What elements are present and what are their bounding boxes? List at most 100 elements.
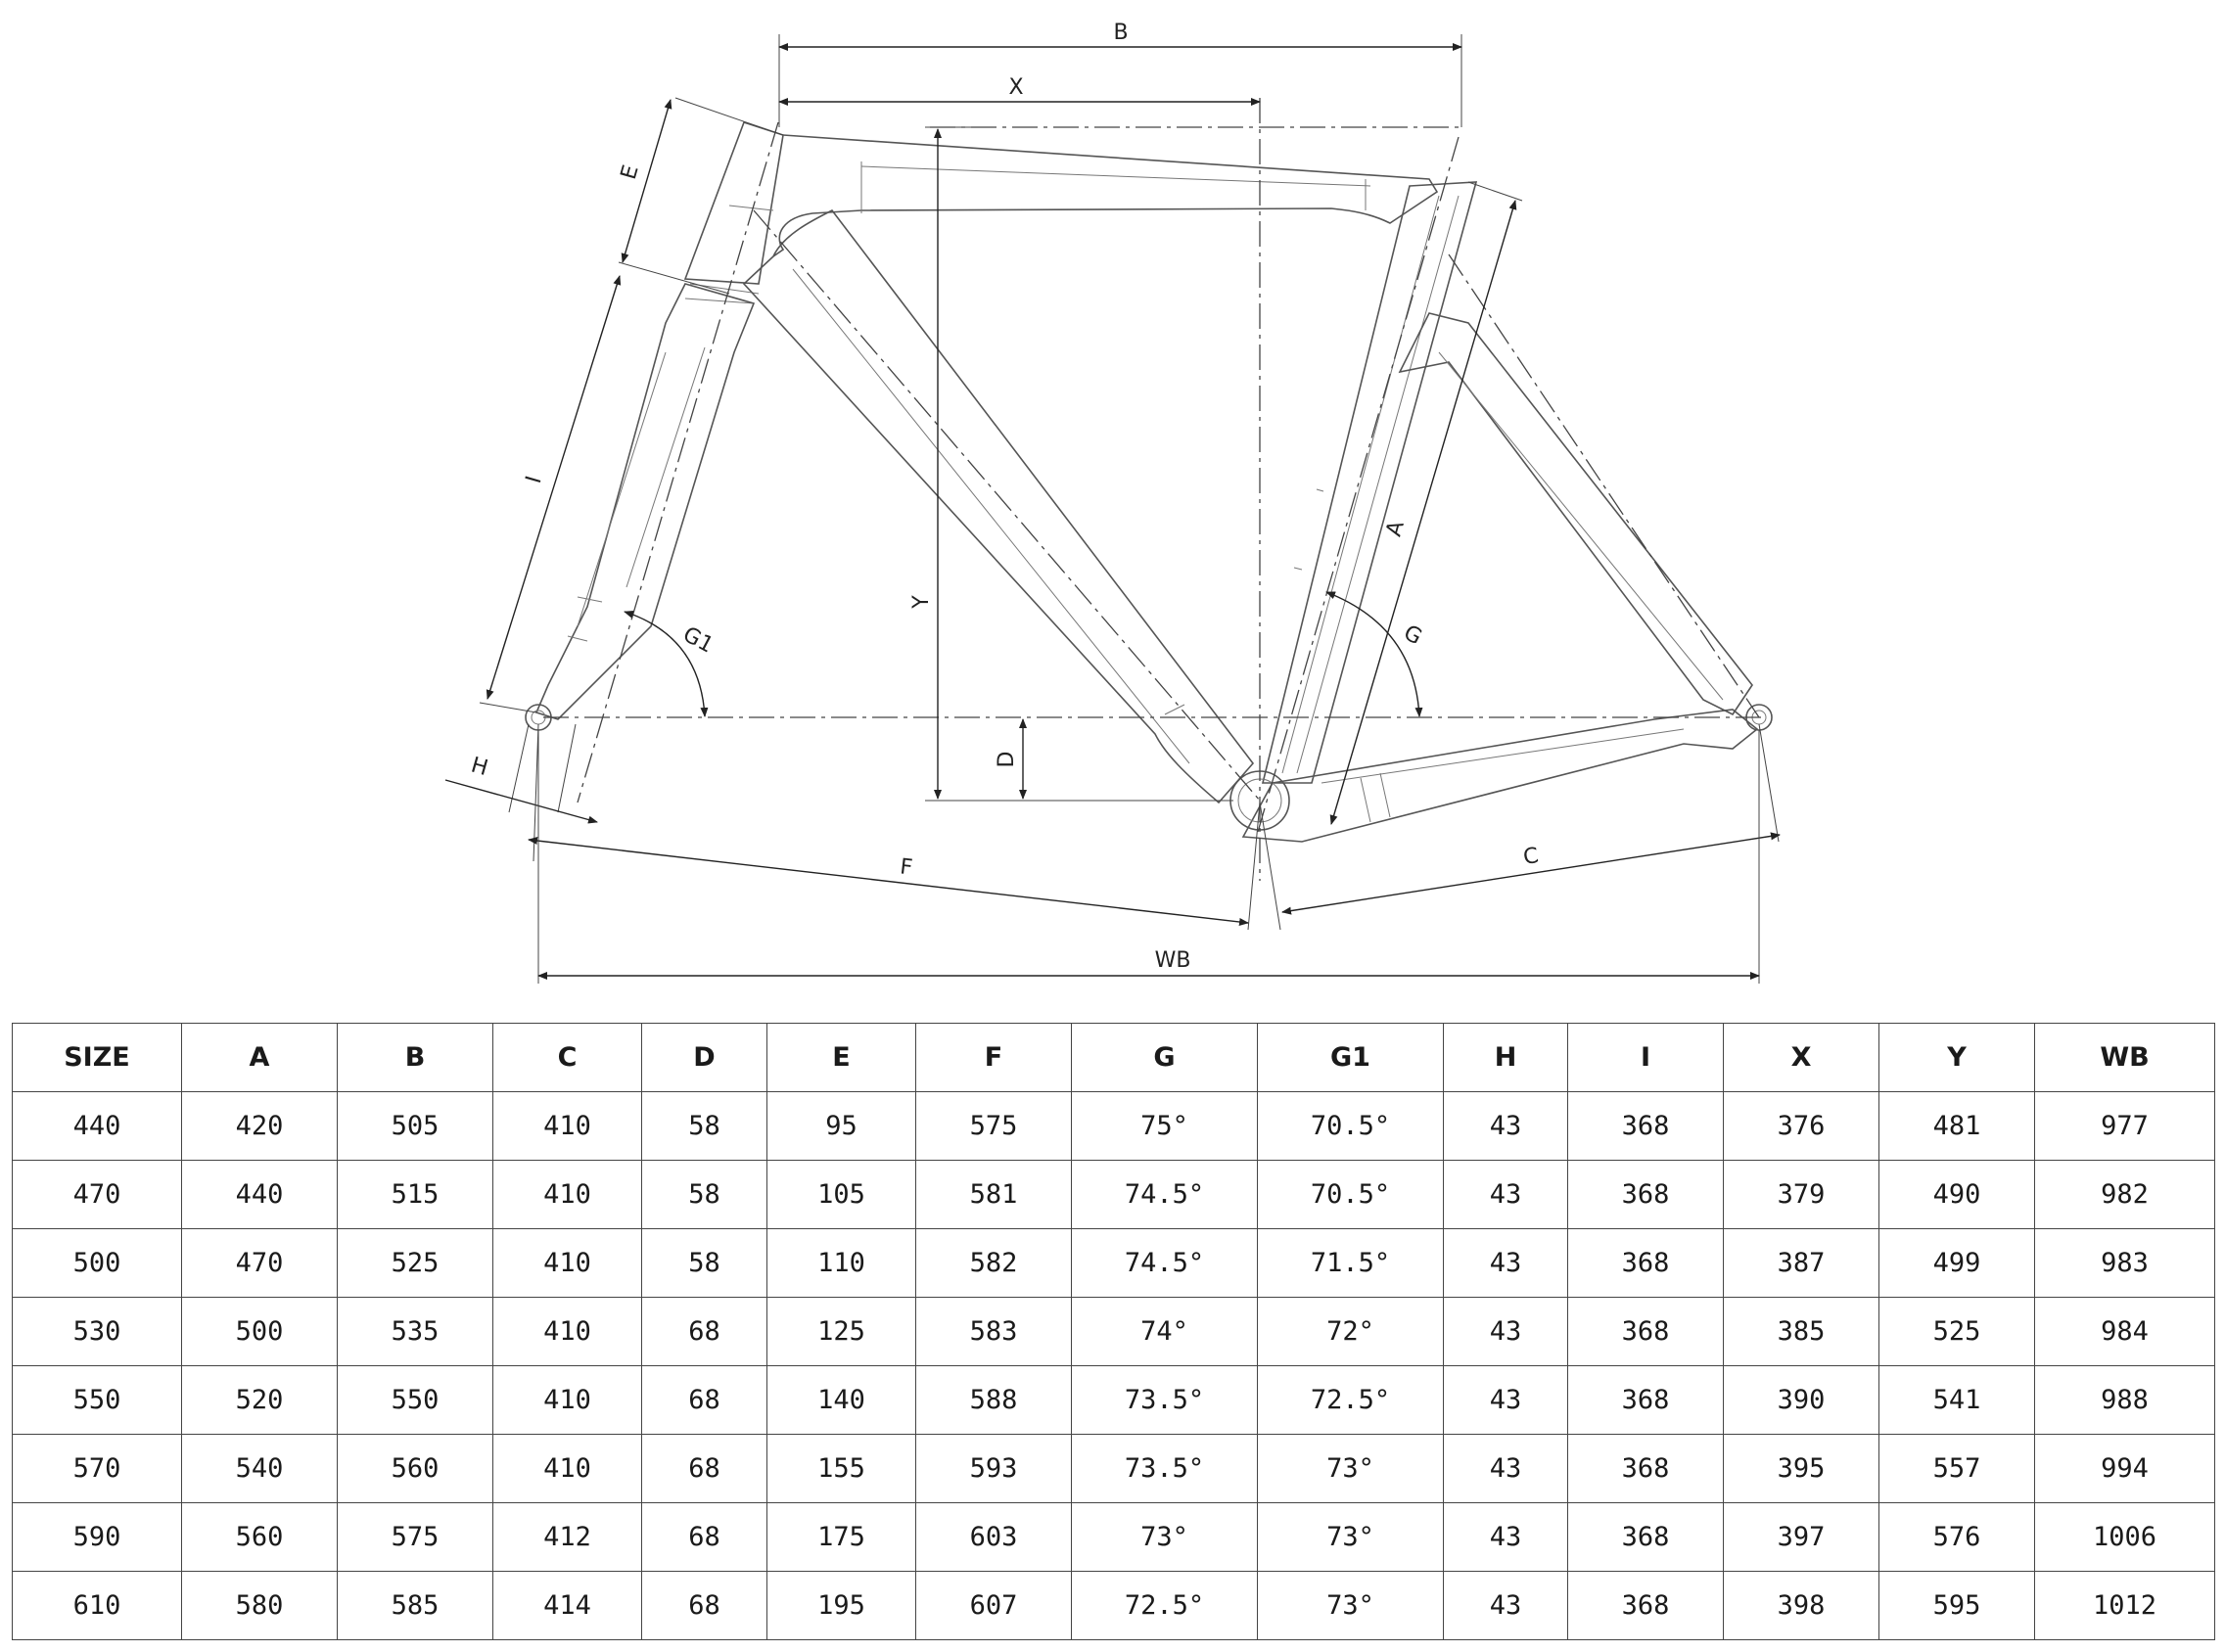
table-cell: 75° xyxy=(1071,1091,1258,1161)
table-cell: 95 xyxy=(766,1091,916,1161)
table-cell: 175 xyxy=(766,1502,916,1572)
table-cell: 607 xyxy=(915,1571,1072,1640)
table-cell: 70.5° xyxy=(1257,1091,1444,1161)
down-tube-centerline xyxy=(753,209,1261,802)
table-cell: 410 xyxy=(492,1091,642,1161)
dimension-I xyxy=(486,275,622,700)
table-cell: 368 xyxy=(1567,1160,1724,1229)
table-cell: 395 xyxy=(1723,1434,1879,1503)
seat-stay-inner xyxy=(1438,351,1724,701)
header-cell: SIZE xyxy=(12,1023,182,1092)
header-cell: Y xyxy=(1878,1023,2035,1092)
table-cell: 505 xyxy=(337,1091,493,1161)
table-cell: 983 xyxy=(2034,1228,2215,1298)
table-cell: 582 xyxy=(915,1228,1072,1298)
table-cell: 581 xyxy=(915,1160,1072,1229)
table-cell: 414 xyxy=(492,1571,642,1640)
seat-stays xyxy=(1398,312,1753,716)
header-cell: F xyxy=(915,1023,1072,1092)
bike-frame xyxy=(525,121,1773,843)
table-cell: 43 xyxy=(1443,1434,1568,1503)
table-cell: 73° xyxy=(1071,1502,1258,1572)
header-cell: H xyxy=(1443,1023,1568,1092)
table-cell: 74° xyxy=(1071,1297,1258,1366)
table-cell: 398 xyxy=(1723,1571,1879,1640)
table-cell: 68 xyxy=(641,1297,767,1366)
chain-stays xyxy=(1241,709,1759,843)
table-cell: 140 xyxy=(766,1365,916,1435)
center-lines xyxy=(543,98,1762,881)
table-cell: 73° xyxy=(1257,1502,1444,1572)
dimension-F xyxy=(528,837,1249,926)
table-cell: 412 xyxy=(492,1502,642,1572)
table-cell: 368 xyxy=(1567,1091,1724,1161)
table-cell: 470 xyxy=(181,1228,338,1298)
table-cell: 58 xyxy=(641,1228,767,1298)
table-cell: 385 xyxy=(1723,1297,1879,1366)
table-cell: 43 xyxy=(1443,1160,1568,1229)
table-cell: 376 xyxy=(1723,1091,1879,1161)
table-cell: 500 xyxy=(181,1297,338,1366)
table-cell: 440 xyxy=(12,1091,182,1161)
head-tube xyxy=(683,121,784,285)
table-cell: 610 xyxy=(12,1571,182,1640)
dimension-E xyxy=(621,99,672,263)
table-cell: 368 xyxy=(1567,1365,1724,1435)
table-cell: 390 xyxy=(1723,1365,1879,1435)
table-cell: 43 xyxy=(1443,1297,1568,1366)
top-tube xyxy=(772,134,1439,257)
table-cell: 499 xyxy=(1878,1228,2035,1298)
table-cell: 984 xyxy=(2034,1297,2215,1366)
table-cell: 73.5° xyxy=(1071,1434,1258,1503)
table-cell: 58 xyxy=(641,1091,767,1161)
table-cell: 525 xyxy=(337,1228,493,1298)
table-cell: 368 xyxy=(1567,1571,1724,1640)
table-cell: 387 xyxy=(1723,1228,1879,1298)
table-cell: 420 xyxy=(181,1091,338,1161)
header-cell: I xyxy=(1567,1023,1724,1092)
table-cell: 410 xyxy=(492,1297,642,1366)
label-A: A xyxy=(1382,519,1410,539)
table-cell: 585 xyxy=(337,1571,493,1640)
header-cell: E xyxy=(766,1023,916,1092)
table-cell: 72° xyxy=(1257,1297,1444,1366)
table-cell: 583 xyxy=(915,1297,1072,1366)
table-cell: 500 xyxy=(12,1228,182,1298)
table-cell: 410 xyxy=(492,1228,642,1298)
table-cell: 525 xyxy=(1878,1297,2035,1366)
table-cell: 71.5° xyxy=(1257,1228,1444,1298)
table-cell: 530 xyxy=(12,1297,182,1366)
table-cell: 535 xyxy=(337,1297,493,1366)
table-cell: 68 xyxy=(641,1571,767,1640)
table-cell: 397 xyxy=(1723,1502,1879,1572)
label-E: E xyxy=(617,162,644,182)
table-cell: 1006 xyxy=(2034,1502,2215,1572)
seat-tube-axis xyxy=(1257,136,1460,833)
table-cell: 368 xyxy=(1567,1502,1724,1572)
label-C: C xyxy=(1521,844,1540,870)
header-cell: G1 xyxy=(1257,1023,1444,1092)
table-cell: 557 xyxy=(1878,1434,2035,1503)
table-cell: 72.5° xyxy=(1257,1365,1444,1435)
table-cell: 155 xyxy=(766,1434,916,1503)
table-cell: 593 xyxy=(915,1434,1072,1503)
header-cell: G xyxy=(1071,1023,1258,1092)
table-cell: 73° xyxy=(1257,1434,1444,1503)
table-cell: 490 xyxy=(1878,1160,2035,1229)
header-cell: B xyxy=(337,1023,493,1092)
header-cell: C xyxy=(492,1023,642,1092)
dimension-lines: B X Y D E I H G1 G A xyxy=(444,21,1781,984)
top-tube-inner-line xyxy=(860,165,1371,187)
table-cell: 576 xyxy=(1878,1502,2035,1572)
table-cell: 595 xyxy=(1878,1571,2035,1640)
table-cell: 125 xyxy=(766,1297,916,1366)
label-X: X xyxy=(1008,75,1023,100)
table-cell: 72.5° xyxy=(1071,1571,1258,1640)
